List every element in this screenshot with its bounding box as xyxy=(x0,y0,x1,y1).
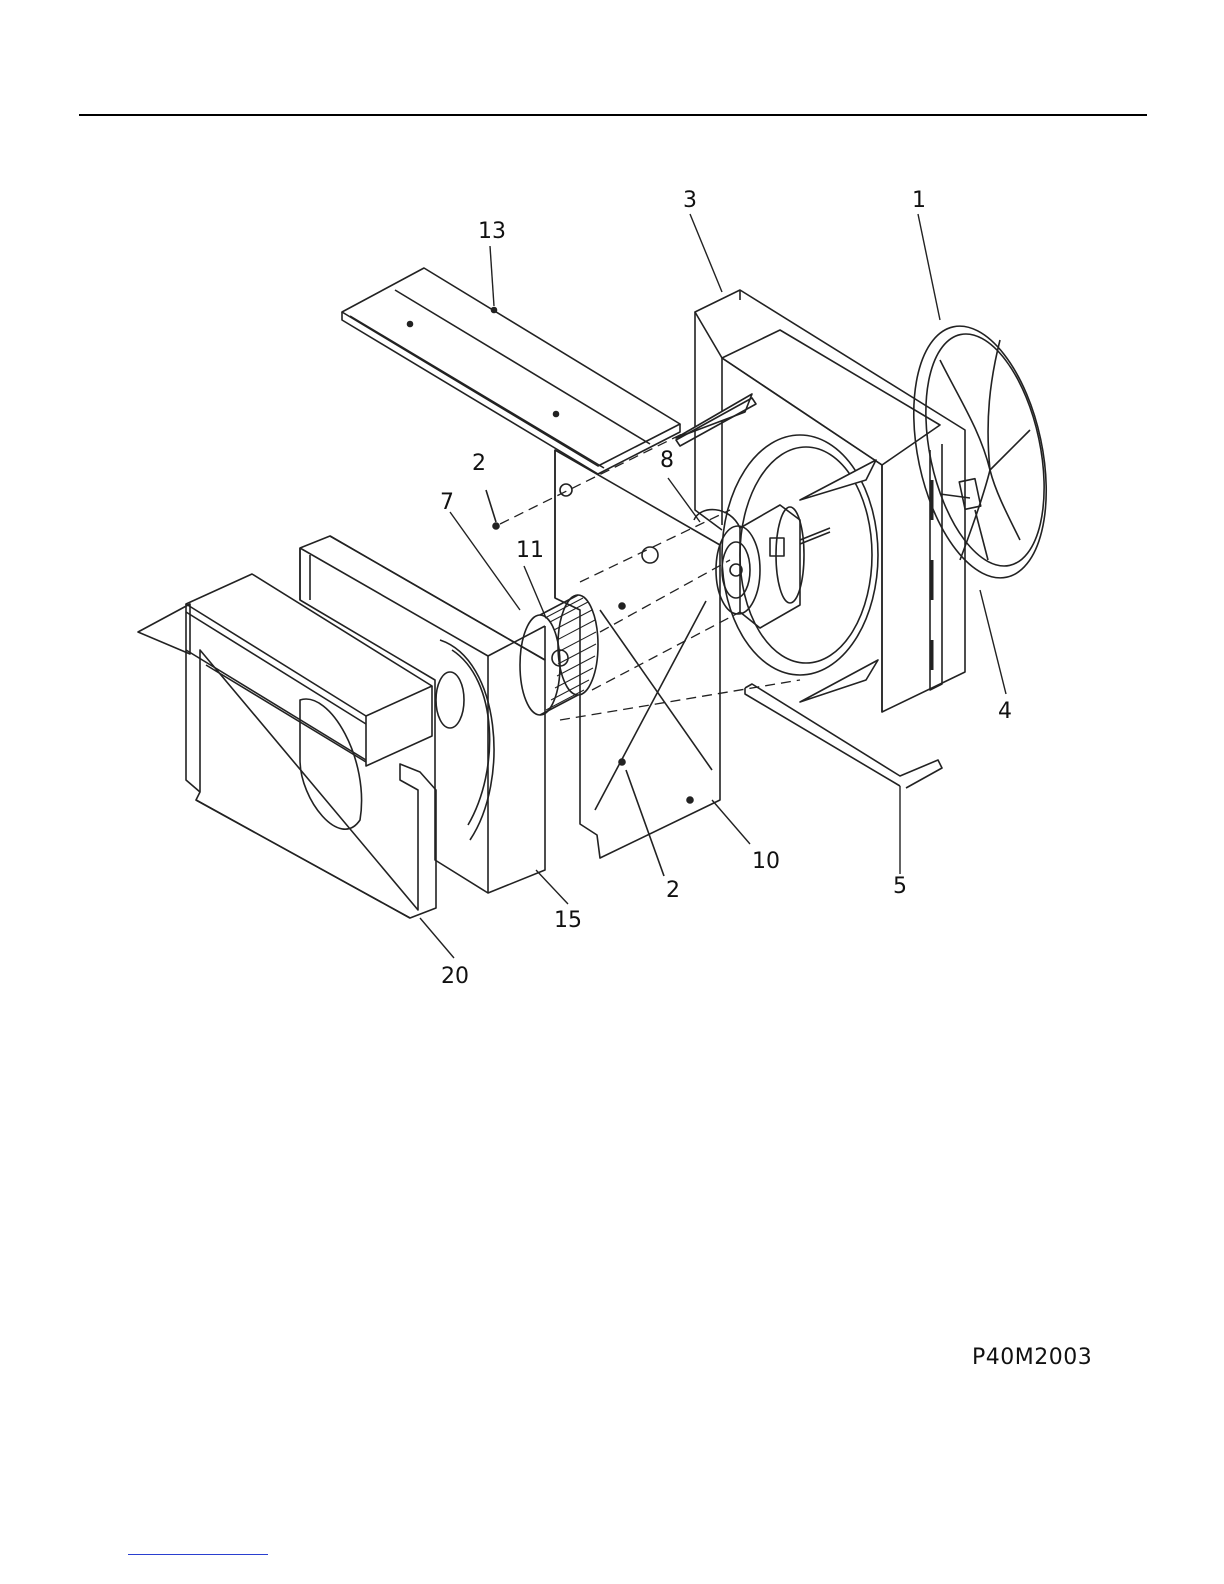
callout-3: 3 xyxy=(683,188,697,213)
figure-code: P40M2003 xyxy=(972,1345,1092,1370)
callout-7: 7 xyxy=(440,490,454,515)
callout-11: 11 xyxy=(516,538,544,563)
retaining-rod xyxy=(745,684,942,788)
callout-5: 5 xyxy=(893,874,907,899)
leader-lines xyxy=(420,214,1006,958)
callout-1: 1 xyxy=(912,188,926,213)
screw-upper xyxy=(486,490,499,529)
footer-link-underline[interactable] xyxy=(128,1554,268,1555)
screw-lower xyxy=(626,770,664,876)
callout-2-upper: 2 xyxy=(472,451,486,476)
callout-20: 20 xyxy=(441,964,469,989)
top-cover-panel xyxy=(342,268,680,474)
callout-15: 15 xyxy=(554,908,582,933)
blower-wheel xyxy=(520,595,598,715)
callout-8: 8 xyxy=(660,448,674,473)
callout-13: 13 xyxy=(478,219,506,244)
callout-2-lower: 2 xyxy=(666,878,680,903)
motor-mount-plate xyxy=(555,450,720,858)
callout-10: 10 xyxy=(752,849,780,874)
axial-fan-blade xyxy=(893,314,1068,590)
fan-clip xyxy=(975,510,988,560)
blower-housing xyxy=(300,536,545,893)
callout-4: 4 xyxy=(998,699,1012,724)
front-frame xyxy=(138,574,436,918)
